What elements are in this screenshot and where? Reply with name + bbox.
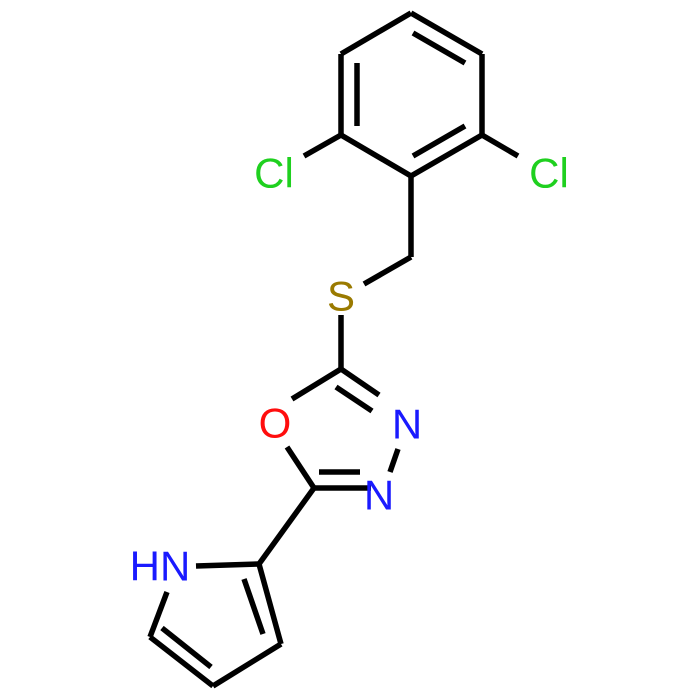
bond-cl-right: [480, 132, 520, 159]
bond: [147, 591, 170, 638]
sulfur-label: S: [327, 273, 355, 320]
bond: [211, 641, 283, 689]
bond: [409, 10, 484, 57]
chlorine-left-label: Cl: [254, 150, 294, 197]
nh-label: HN: [130, 543, 191, 590]
bond: [339, 132, 413, 179]
nitrogen-upper-label: N: [392, 401, 422, 448]
bond: [284, 445, 317, 490]
bond: [411, 30, 467, 66]
chlorine-right-label: Cl: [529, 150, 569, 197]
bond: [148, 634, 215, 689]
bond: [241, 578, 266, 635]
pyrrole-ring: [147, 561, 284, 689]
bond: [387, 448, 401, 473]
nitrogen-lower-label: N: [364, 472, 394, 519]
bond-ch2-s: [362, 254, 413, 287]
bond-oxadiazole-pyrrole: [256, 486, 317, 566]
bond: [339, 10, 413, 57]
bond: [290, 366, 343, 402]
bond-cl-left: [302, 132, 343, 159]
bond: [195, 561, 260, 569]
bond: [160, 625, 213, 670]
bond: [334, 384, 374, 414]
bond: [411, 123, 467, 159]
oxygen-label: O: [259, 400, 292, 447]
bond: [339, 366, 381, 398]
bond: [409, 132, 484, 179]
benzene-ring: [338, 10, 485, 179]
bond: [256, 563, 284, 645]
oxadiazole-ring: [284, 366, 401, 491]
